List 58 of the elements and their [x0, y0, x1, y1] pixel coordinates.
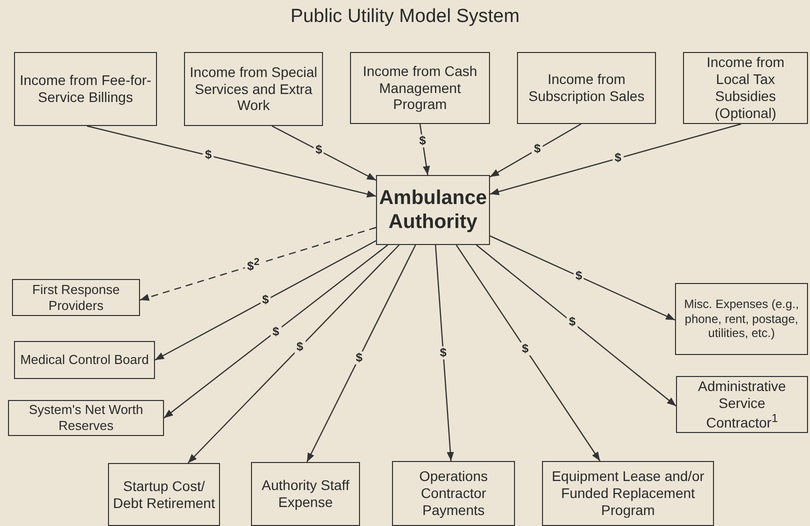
process-box	[12, 279, 140, 316]
arrow	[86, 125, 376, 198]
process-box	[350, 52, 490, 124]
edge-label: $	[270, 324, 282, 338]
process-box	[676, 376, 808, 433]
arrow	[164, 244, 388, 418]
arrow	[490, 123, 742, 196]
arrow	[434, 244, 454, 462]
arrow	[154, 240, 376, 361]
diagram-title: Public Utility Model System	[289, 6, 521, 28]
edge-label: $	[612, 152, 624, 165]
node-label: Authority Staff Expense	[260, 477, 350, 511]
node-label: Income from Local Tax Subsidies (Optional)	[706, 54, 786, 122]
arrow	[140, 226, 376, 301]
node-label: Administrative Service Contractor$^{1}$	[697, 378, 787, 432]
edge-label: $	[203, 148, 214, 162]
edge-label: $	[417, 134, 428, 148]
process-box	[542, 461, 714, 526]
arrow	[476, 244, 676, 406]
process-box	[8, 400, 164, 436]
edge-label: $	[573, 270, 584, 283]
authority-box	[376, 175, 490, 245]
edge-label: $	[354, 351, 364, 364]
node-label: Ambulance Authority	[379, 186, 487, 234]
edge-label: $	[438, 346, 449, 360]
process-box	[683, 52, 808, 124]
arrow	[456, 244, 600, 462]
arrow	[490, 123, 582, 178]
edge-label: $	[260, 294, 271, 307]
arrow	[490, 235, 676, 321]
process-box	[675, 283, 808, 355]
node-label: Income from Cash Management Program	[362, 62, 478, 114]
node-label: Income from Fee-for-Service Billings	[19, 72, 152, 106]
edge-label: $	[566, 316, 578, 329]
node-label: First Response Providers	[31, 282, 121, 314]
process-box	[251, 462, 360, 526]
edge-label: $$^{2}$	[245, 257, 262, 274]
edge-label: $	[520, 342, 531, 356]
arrow	[306, 244, 416, 462]
node-label: System's Net Worth Reserves	[28, 402, 144, 434]
edge-label: $	[532, 142, 543, 156]
process-box	[517, 52, 656, 124]
process-box	[108, 463, 220, 526]
process-box	[14, 52, 157, 126]
edge-label: $	[313, 144, 324, 157]
node-label: Startup Cost/ Debt Retirement	[113, 478, 215, 512]
process-box	[392, 461, 515, 526]
node-label: Equipment Lease and/or Funded Replacement Program	[550, 468, 706, 519]
arrow	[188, 244, 400, 464]
node-label: Misc. Expenses (e.g., phone, rent, postage, utilities, etc.)	[683, 297, 800, 341]
process-box	[184, 52, 323, 126]
node-label: Income from Subscription Sales	[528, 71, 646, 105]
process-box	[14, 341, 155, 379]
edge-label: $	[294, 340, 306, 354]
arrow	[272, 125, 376, 181]
node-label: Medical Control Board	[20, 352, 149, 368]
node-label: Income from Special Services and Extra Work	[189, 64, 318, 114]
node-label: Operations Contractor Payments	[418, 468, 489, 519]
